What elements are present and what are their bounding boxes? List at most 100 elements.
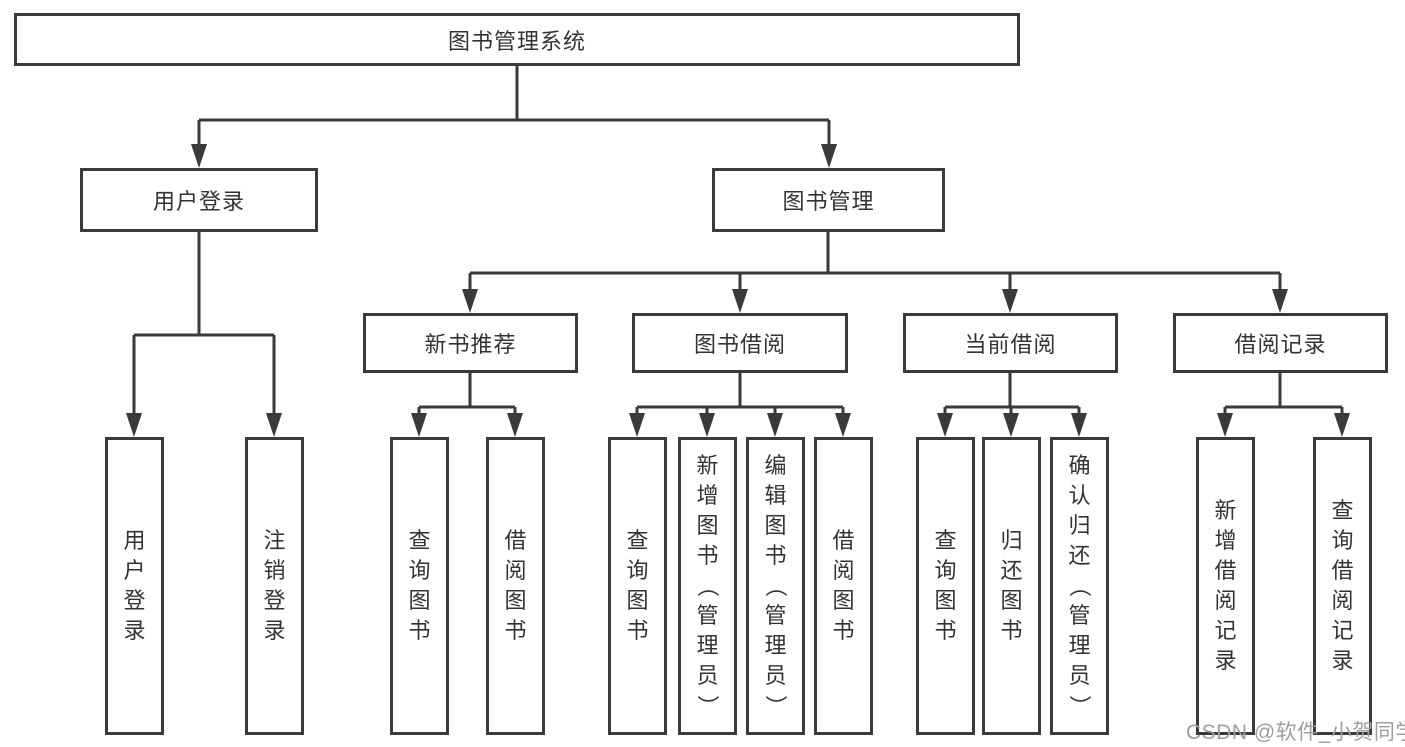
node-leaf-query-books-3: 查询图书 (916, 437, 975, 735)
vertical-char: 记 (1214, 618, 1237, 643)
arrowhead-icon (732, 289, 748, 313)
vertical-char: 还 (1000, 558, 1023, 583)
vertical-char: 图 (408, 588, 431, 613)
vertical-char: 图 (696, 513, 719, 538)
arrowhead-icon (937, 413, 953, 437)
vertical-char: 图 (504, 588, 527, 613)
vertical-char: 员 (1068, 663, 1091, 688)
vertical-char: ） (763, 694, 789, 718)
vertical-char: 书 (832, 618, 855, 643)
arrowhead-icon (1003, 413, 1019, 437)
vertical-char: 询 (626, 558, 649, 583)
vertical-char: 阅 (832, 558, 855, 583)
vertical-char: 询 (408, 558, 431, 583)
node-book-borrow: 图书借阅 (632, 313, 848, 373)
vertical-char: 查 (1331, 498, 1354, 523)
node-leaf-add-books-admin: 新增图书（管理员） (678, 437, 737, 735)
vertical-char: 辑 (764, 483, 787, 508)
vertical-char: （ (1067, 574, 1093, 598)
arrowhead-icon (1071, 413, 1087, 437)
arrowhead-icon (126, 413, 142, 437)
vertical-char: 认 (1068, 483, 1091, 508)
vertical-char: 书 (626, 618, 649, 643)
vertical-char: 借 (504, 528, 527, 553)
vertical-char: 新 (696, 453, 719, 478)
vertical-char: 阅 (504, 558, 527, 583)
vertical-char: 编 (764, 453, 787, 478)
vertical-char: 书 (1000, 618, 1023, 643)
connector-newbook-to-leaves (417, 373, 517, 414)
vertical-char: 查 (934, 528, 957, 553)
vertical-char: 书 (408, 618, 431, 643)
node-book-management: 图书管理 (712, 168, 945, 232)
node-leaf-add-borrow-record: 新增借阅记录 (1196, 437, 1255, 735)
node-leaf-query-books-2: 查询图书 (608, 437, 667, 735)
vertical-char: 录 (1214, 648, 1237, 673)
vertical-char: 录 (123, 618, 146, 643)
arrowhead-icon (462, 289, 478, 313)
vertical-char: 查 (408, 528, 431, 553)
vertical-char: 图 (832, 588, 855, 613)
arrowhead-icon (767, 413, 783, 437)
vertical-char: 员 (764, 663, 787, 688)
vertical-char: 注 (263, 528, 286, 553)
vertical-char: 新 (1214, 498, 1237, 523)
vertical-char: 增 (1214, 528, 1237, 553)
vertical-char: 增 (696, 483, 719, 508)
node-leaf-return-books: 归还图书 (982, 437, 1041, 735)
arrowhead-icon (821, 144, 837, 168)
node-user-login: 用户登录 (80, 168, 318, 232)
vertical-char: 管 (696, 603, 719, 628)
connector-root-to-level2 (197, 66, 831, 145)
arrowhead-icon (835, 413, 851, 437)
vertical-char: 查 (626, 528, 649, 553)
node-leaf-edit-books-admin: 编辑图书（管理员） (746, 437, 805, 735)
node-root: 图书管理系统 (14, 13, 1020, 66)
arrowhead-icon (507, 413, 523, 437)
vertical-char: 户 (123, 558, 146, 583)
vertical-char: 图 (626, 588, 649, 613)
vertical-char: 借 (832, 528, 855, 553)
vertical-char: 员 (696, 663, 719, 688)
vertical-char: 询 (1331, 528, 1354, 553)
vertical-char: 录 (263, 618, 286, 643)
vertical-char: ） (695, 694, 721, 718)
vertical-char: 记 (1331, 618, 1354, 643)
vertical-char: 阅 (1214, 588, 1237, 613)
arrowhead-icon (266, 413, 282, 437)
vertical-char: 归 (1068, 513, 1091, 538)
arrowheads (126, 144, 1350, 437)
vertical-char: 图 (1000, 588, 1023, 613)
arrowhead-icon (629, 413, 645, 437)
node-leaf-logout: 注销登录 (245, 437, 304, 735)
connector-bookmgmt-to-level3 (468, 232, 1282, 290)
vertical-char: （ (763, 574, 789, 598)
csdn-watermark: CSDN @软件_小贺同学 (1186, 721, 1405, 744)
vertical-char: 书 (696, 543, 719, 568)
vertical-char: 管 (1068, 603, 1091, 628)
node-leaf-borrow-books-1: 借阅图书 (486, 437, 545, 735)
vertical-char: 录 (1331, 648, 1354, 673)
connector-borrowrecords-to-leaves (1223, 373, 1344, 414)
vertical-char: 图 (764, 513, 787, 538)
vertical-char: 登 (263, 588, 286, 613)
vertical-char: 还 (1068, 543, 1091, 568)
arrowhead-icon (1002, 289, 1018, 313)
connector-bookborrow-to-leaves (635, 373, 845, 414)
vertical-char: 确 (1068, 453, 1091, 478)
node-borrow-records: 借阅记录 (1173, 313, 1388, 373)
node-leaf-query-borrow-record: 查询借阅记录 (1313, 437, 1372, 735)
vertical-char: 理 (1068, 633, 1091, 658)
arrowhead-icon (1334, 413, 1350, 437)
vertical-char: 借 (1331, 558, 1354, 583)
arrowhead-icon (411, 413, 427, 437)
vertical-char: 理 (764, 633, 787, 658)
vertical-char: ） (1067, 694, 1093, 718)
vertical-char: 用 (123, 528, 146, 553)
arrowhead-icon (1217, 413, 1233, 437)
vertical-char: （ (695, 574, 721, 598)
vertical-char: 管 (764, 603, 787, 628)
node-current-borrow: 当前借阅 (903, 313, 1118, 373)
